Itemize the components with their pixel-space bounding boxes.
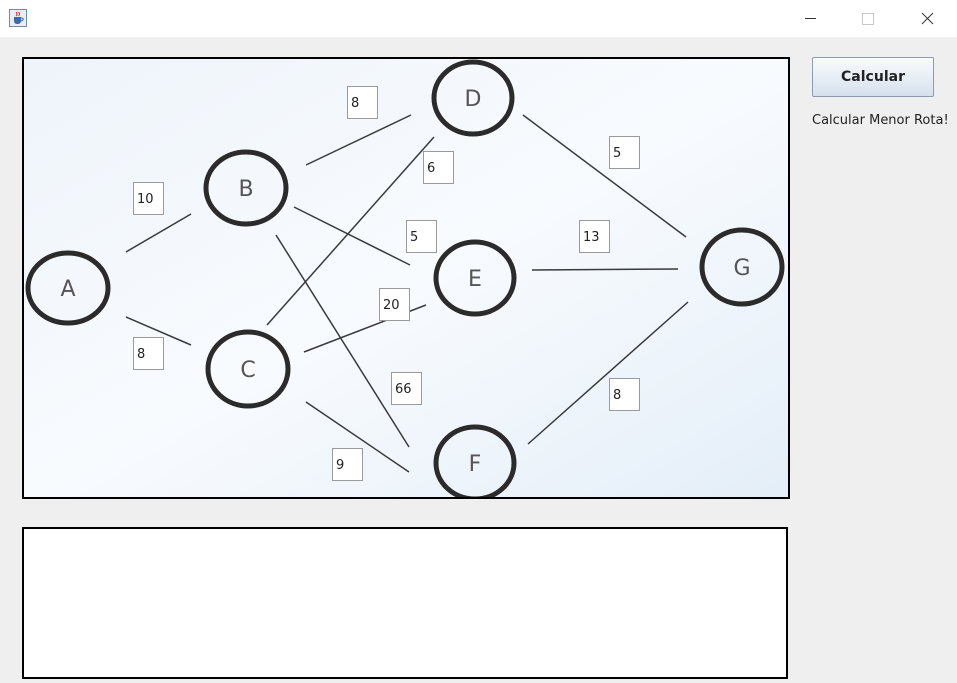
edge-weight-b-f: 66: [391, 372, 422, 405]
edge-weight-b-e: 5: [406, 220, 437, 253]
minimize-button[interactable]: [788, 6, 832, 32]
node-label-e: E: [468, 267, 482, 292]
graph-image-panel: A B C D E F G 10 8 8 6 5 20 66 9 5 13 8: [22, 57, 790, 499]
edge-weight-c-f: 9: [332, 448, 363, 481]
node-a: A: [25, 250, 111, 326]
node-label-c: C: [240, 358, 255, 383]
node-label-f: F: [469, 452, 482, 477]
node-g: G: [699, 227, 785, 307]
calculate-shortest-route-label: Calcular Menor Rota!: [812, 113, 949, 128]
node-label-d: D: [465, 87, 482, 112]
java-coffee-cup-icon: [9, 9, 27, 27]
edge-c-d: [266, 136, 435, 326]
node-f: F: [433, 424, 517, 497]
node-e: E: [433, 239, 517, 317]
node-b: B: [203, 149, 289, 227]
node-label-a: A: [60, 277, 75, 302]
maximize-button[interactable]: [846, 6, 890, 32]
title-bar: [0, 0, 957, 37]
edge-d-g: [522, 114, 687, 238]
edge-weight-c-d: 6: [423, 151, 454, 184]
minimize-icon: [805, 18, 816, 19]
edge-weight-a-c: 8: [133, 337, 164, 370]
node-d: D: [431, 59, 515, 137]
edge-b-d: [305, 114, 412, 166]
node-label-b: B: [238, 177, 253, 202]
edge-f-g: [527, 301, 689, 445]
graph-diagram: A B C D E F G: [24, 59, 788, 497]
edge-weight-b-d: 8: [347, 86, 378, 119]
edge-weight-a-b: 10: [133, 182, 164, 215]
edge-e-g: [531, 268, 679, 271]
close-icon: [921, 12, 934, 25]
edge-weight-f-g: 8: [609, 378, 640, 411]
edge-b-f: [275, 234, 410, 448]
calculate-button[interactable]: Calcular: [812, 57, 934, 97]
edge-a-c: [125, 316, 192, 346]
edge-b-e: [293, 206, 411, 266]
edge-a-b: [125, 213, 192, 253]
edge-weight-c-e: 20: [379, 288, 410, 321]
maximize-icon: [862, 13, 874, 25]
result-output-area: [22, 527, 788, 679]
node-c: C: [205, 329, 291, 409]
edge-c-f: [305, 401, 410, 473]
edge-weight-e-g: 13: [579, 220, 610, 253]
close-button[interactable]: [905, 6, 949, 32]
node-label-g: G: [733, 256, 750, 281]
edge-weight-d-g: 5: [609, 136, 640, 169]
